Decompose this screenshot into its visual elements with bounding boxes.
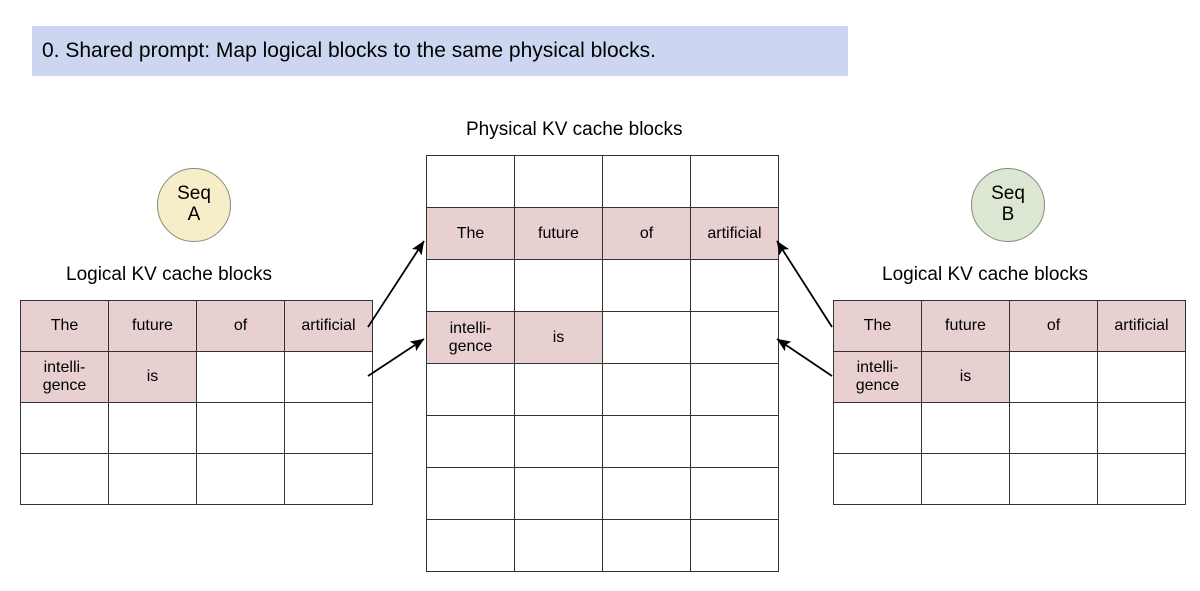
- kv-block-cell: [1097, 402, 1186, 454]
- kv-block-cell: [602, 415, 691, 468]
- shared-prompt-banner: 0. Shared prompt: Map logical blocks to …: [32, 26, 848, 76]
- kv-block-cell: [284, 402, 373, 454]
- kv-block-cell: is: [108, 351, 197, 403]
- kv-block-cell: [426, 415, 515, 468]
- seq-b-label-line2: B: [1001, 204, 1015, 225]
- seq-b-badge: Seq B: [971, 168, 1045, 242]
- logical-blocks-title-right: Logical KV cache blocks: [882, 264, 1088, 285]
- kv-block-cell: artificial: [284, 300, 373, 352]
- kv-block-cell: [921, 453, 1010, 505]
- kv-block-cell: [426, 363, 515, 416]
- kv-block-cell: [108, 453, 197, 505]
- kv-block-cell: [602, 363, 691, 416]
- kv-block-cell: [690, 363, 779, 416]
- kv-block-cell: [690, 415, 779, 468]
- arrow-right-row1-to-physical-row2: [776, 240, 833, 328]
- arrow-left-row1-to-physical-row2: [367, 240, 425, 328]
- kv-block-cell: intelli-gence: [833, 351, 922, 403]
- kv-block-cell: [426, 467, 515, 520]
- kv-block-cell: [1009, 402, 1098, 454]
- kv-block-cell: [602, 259, 691, 312]
- kv-block-cell: artificial: [1097, 300, 1186, 352]
- kv-block-cell: of: [196, 300, 285, 352]
- kv-block-cell: [108, 402, 197, 454]
- kv-block-cell: [602, 519, 691, 572]
- kv-block-cell: is: [514, 311, 603, 364]
- kv-block-cell: [196, 402, 285, 454]
- kv-block-cell: [20, 402, 109, 454]
- physical-blocks-title: Physical KV cache blocks: [466, 119, 683, 140]
- kv-block-cell: [196, 351, 285, 403]
- kv-block-cell: [514, 519, 603, 572]
- kv-block-cell: [602, 155, 691, 208]
- kv-block-cell: The: [833, 300, 922, 352]
- kv-block-cell: is: [921, 351, 1010, 403]
- kv-block-cell: [514, 415, 603, 468]
- seq-a-label-line2: A: [187, 204, 201, 225]
- kv-block-cell: future: [108, 300, 197, 352]
- kv-block-cell: future: [921, 300, 1010, 352]
- kv-block-cell: [690, 519, 779, 572]
- kv-block-cell: [514, 259, 603, 312]
- kv-block-cell: [1009, 351, 1098, 403]
- kv-block-cell: [196, 453, 285, 505]
- kv-block-cell: [921, 402, 1010, 454]
- kv-block-cell: [514, 467, 603, 520]
- kv-block-cell: [602, 311, 691, 364]
- table-row: [426, 519, 779, 572]
- kv-block-cell: [514, 155, 603, 208]
- table-row: [426, 259, 779, 312]
- kv-block-cell: [602, 467, 691, 520]
- kv-block-cell: [1097, 453, 1186, 505]
- kv-block-cell: artificial: [690, 207, 779, 260]
- kv-block-cell: [833, 402, 922, 454]
- seq-b-label-line1: Seq: [991, 183, 1025, 205]
- seq-a-label-line1: Seq: [177, 183, 211, 205]
- kv-block-cell: intelli-gence: [20, 351, 109, 403]
- kv-block-cell: [690, 467, 779, 520]
- table-row: [426, 467, 779, 520]
- kv-block-cell: [20, 453, 109, 505]
- kv-block-cell: [690, 155, 779, 208]
- kv-block-cell: The: [426, 207, 515, 260]
- seq-a-badge: Seq A: [157, 168, 231, 242]
- kv-block-cell: [690, 311, 779, 364]
- table-row: [20, 402, 373, 454]
- table-row: [833, 453, 1186, 505]
- kv-block-cell: [514, 363, 603, 416]
- table-row: [833, 402, 1186, 454]
- shared-prompt-text: 0. Shared prompt: Map logical blocks to …: [42, 39, 656, 63]
- kv-block-cell: [426, 155, 515, 208]
- kv-block-cell: [426, 519, 515, 572]
- kv-block-cell: future: [514, 207, 603, 260]
- table-row: [426, 415, 779, 468]
- kv-block-cell: [284, 453, 373, 505]
- kv-block-cell: [284, 351, 373, 403]
- table-row: [426, 155, 779, 208]
- arrow-right-row2-to-physical-row4: [776, 338, 833, 377]
- kv-block-cell: The: [20, 300, 109, 352]
- arrow-left-row2-to-physical-row4: [367, 338, 425, 377]
- kv-block-cell: [426, 259, 515, 312]
- kv-block-cell: of: [1009, 300, 1098, 352]
- kv-block-cell: of: [602, 207, 691, 260]
- kv-block-cell: [1097, 351, 1186, 403]
- kv-block-cell: [690, 259, 779, 312]
- kv-block-cell: [833, 453, 922, 505]
- logical-blocks-title-left: Logical KV cache blocks: [66, 264, 272, 285]
- table-row: [426, 363, 779, 416]
- kv-block-cell: intelli-gence: [426, 311, 515, 364]
- table-row: [20, 453, 373, 505]
- kv-block-cell: [1009, 453, 1098, 505]
